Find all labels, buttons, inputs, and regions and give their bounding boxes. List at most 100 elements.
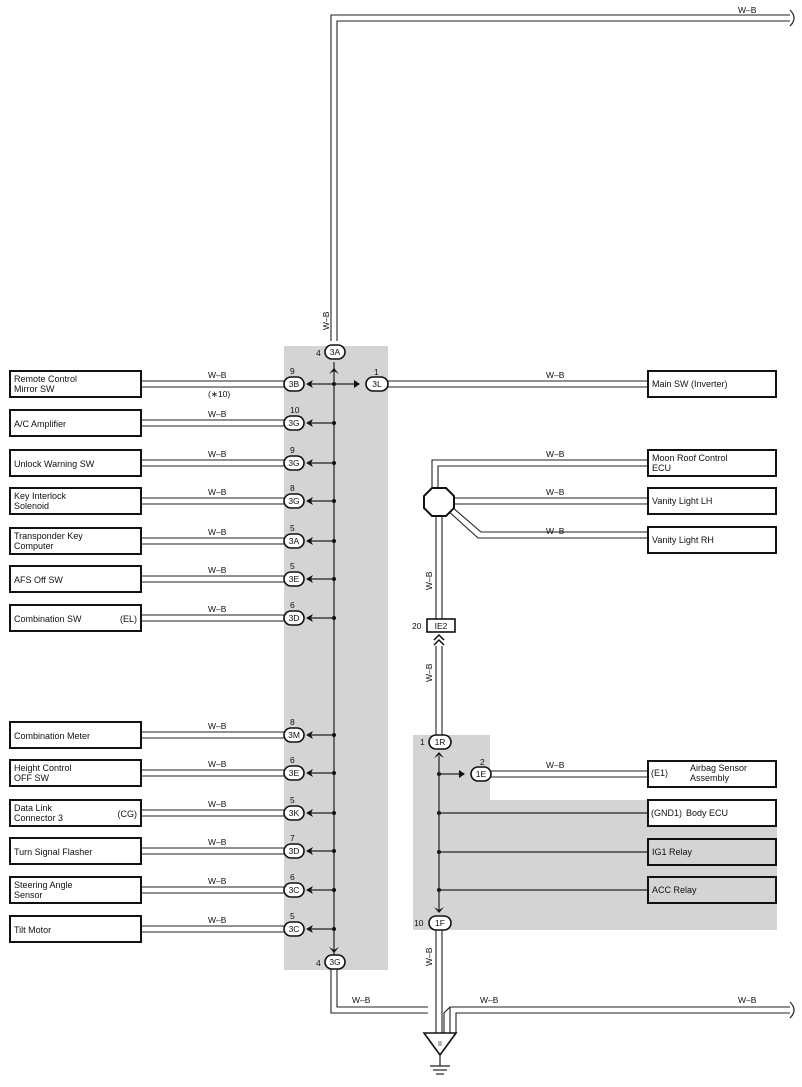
data-link-connector-3-suffix: (CG) <box>118 809 138 819</box>
height-control-off-sw-terminal <box>306 769 313 777</box>
unlock-warning-sw-splice <box>332 461 336 465</box>
svg-text:4: 4 <box>316 958 321 968</box>
transponder-key-computer-box <box>9 527 142 555</box>
afs-off-sw-connector-label: 3E <box>289 574 300 584</box>
combination-meter-wire <box>141 731 284 739</box>
svg-text:1E: 1E <box>476 769 487 779</box>
remote-control-mirror-sw-label-1: Remote Control <box>14 374 77 384</box>
height-control-off-sw-connector-label: 3E <box>289 768 300 778</box>
wire-label-top: W–B <box>738 5 757 15</box>
afs-off-sw-wire-label: W–B <box>208 565 227 575</box>
combination-meter-splice <box>332 733 336 737</box>
height-control-off-sw-label-1: Height Control <box>14 763 72 773</box>
turn-signal-flasher-box <box>9 837 142 865</box>
wire-bottom-left <box>330 969 428 1014</box>
unlock-warning-sw-connector <box>283 455 305 471</box>
remote-control-mirror-sw-terminal <box>306 380 313 388</box>
splice-octagon <box>423 487 455 517</box>
wire-vanity-lh <box>452 497 648 505</box>
note-10: (∗10) <box>208 389 230 399</box>
height-control-off-sw-pin: 6 <box>290 755 295 765</box>
steering-angle-sensor-label-1: Steering Angle <box>14 880 73 890</box>
turn-signal-flasher-pin: 7 <box>290 833 295 843</box>
key-interlock-solenoid-label-2: Solenoid <box>14 501 49 511</box>
transponder-key-computer-label-2: Computer <box>14 541 54 551</box>
combination-meter-wire-label: W–B <box>208 721 227 731</box>
transponder-key-computer-wire <box>141 537 284 545</box>
remote-control-mirror-sw-connector <box>283 376 305 392</box>
airbag-box <box>647 760 777 788</box>
wire-label-moon-roof: W–B <box>546 449 565 459</box>
combination-sw-connector <box>283 610 305 626</box>
combination-sw-box <box>9 604 142 632</box>
tilt-motor-splice <box>332 927 336 931</box>
vanity-lh-label: Vanity Light LH <box>652 496 712 506</box>
transponder-key-computer-label-1: Transponder Key <box>14 531 83 541</box>
height-control-off-sw-splice <box>332 771 336 775</box>
tilt-motor-label: Tilt Motor <box>14 925 51 935</box>
wire-top-break <box>789 9 795 27</box>
afs-off-sw-box <box>9 565 142 593</box>
afs-off-sw-label: AFS Off SW <box>14 575 63 585</box>
vanity-rh-label: Vanity Light RH <box>652 535 714 545</box>
svg-text:3G: 3G <box>329 957 340 967</box>
svg-text:II: II <box>438 1041 442 1048</box>
main-sw-label: Main SW (Inverter) <box>652 379 728 389</box>
connector-1E: 1E 2 W–B <box>439 757 648 782</box>
unlock-warning-sw-terminal <box>306 459 313 467</box>
height-control-off-sw-wire <box>141 769 284 777</box>
ig1-relay-label: IG1 Relay <box>652 847 693 857</box>
height-control-off-sw-wire-label: W–B <box>208 759 227 769</box>
acc-relay-label: ACC Relay <box>652 885 697 895</box>
tilt-motor-wire <box>141 925 284 933</box>
unlock-warning-sw-box <box>9 449 142 477</box>
remote-control-mirror-sw-wire-label: W–B <box>208 370 227 380</box>
vanity-rh-box <box>647 526 777 554</box>
height-control-off-sw-connector <box>283 765 305 781</box>
body-ecu-label: Body ECU <box>686 808 728 818</box>
body-ecu-prefix: (GND1) <box>651 808 682 818</box>
combination-sw-splice <box>332 616 336 620</box>
unlock-warning-sw-wire <box>141 459 284 467</box>
airbag-label-1: Airbag Sensor <box>690 763 747 773</box>
wire-label-bottom-mid: W–B <box>480 995 499 1005</box>
steering-angle-sensor-label-2: Sensor <box>14 890 43 900</box>
body-ecu-box <box>647 799 777 827</box>
remote-control-mirror-sw-wire <box>141 380 284 388</box>
wire-label-ie2-1r: W–B <box>424 663 434 682</box>
ac-amplifier-connector-label: 3G <box>288 418 299 428</box>
turn-signal-flasher-splice <box>332 849 336 853</box>
afs-off-sw-splice <box>332 577 336 581</box>
wire-label-vertical-top: W–B <box>321 311 331 330</box>
unlock-warning-sw-connector-label: 3G <box>288 458 299 468</box>
turn-signal-flasher-connector <box>283 843 305 859</box>
wire-label-bottom-left: W–B <box>352 995 371 1005</box>
wire-label-vanity-rh: W–B <box>546 526 565 536</box>
steering-angle-sensor-wire-label: W–B <box>208 876 227 886</box>
moon-roof-label-1: Moon Roof Control <box>652 453 728 463</box>
svg-text:W–B: W–B <box>546 370 565 380</box>
combination-meter-pin: 8 <box>290 717 295 727</box>
wire-vanity-rh <box>445 506 648 539</box>
data-link-connector-3-label-1: Data Link <box>14 803 53 813</box>
turn-signal-flasher-connector-label: 3D <box>289 846 300 856</box>
junction-block-shading <box>284 346 388 970</box>
ac-amplifier-splice <box>332 421 336 425</box>
afs-off-sw-connector <box>283 571 305 587</box>
moon-roof-box <box>647 449 777 477</box>
connector-3G-bottom: 3G 4 <box>316 947 346 970</box>
combination-sw-pin: 6 <box>290 600 295 610</box>
component-afs-off-sw: AFS Off SW W–B 3E 5 <box>9 561 336 593</box>
tilt-motor-pin: 5 <box>290 911 295 921</box>
svg-text:10: 10 <box>414 918 424 928</box>
svg-text:20: 20 <box>412 621 422 631</box>
afs-off-sw-pin: 5 <box>290 561 295 571</box>
connector-1F: 1F 10 <box>414 907 452 931</box>
connector-3L: 3L 1 W–B <box>335 367 648 392</box>
key-interlock-solenoid-wire <box>141 497 284 505</box>
